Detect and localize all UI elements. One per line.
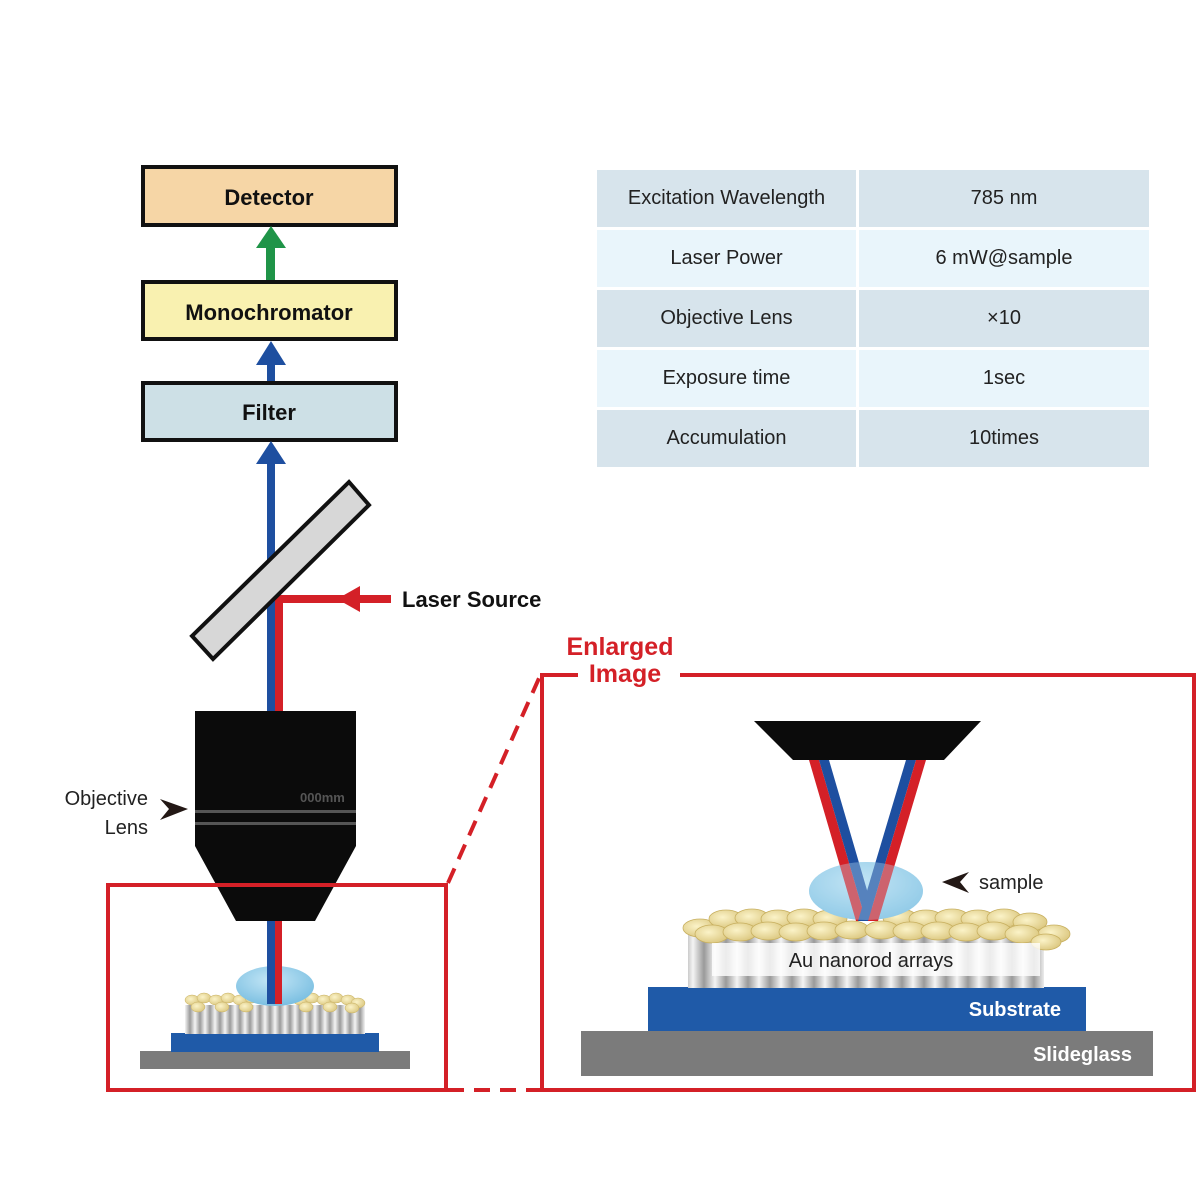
green-arrow — [256, 226, 286, 282]
parameter-name: Accumulation — [597, 410, 856, 470]
parameter-value: 1sec — [859, 350, 1149, 410]
enlarged-beams — [809, 760, 926, 921]
au-nanorod-arrays-label: Au nanorod arrays — [789, 950, 954, 972]
blue-arrow-upper — [256, 341, 286, 383]
parameter-value: 785 nm — [859, 170, 1149, 230]
laser-source-label: Laser Source — [402, 587, 541, 612]
sample-label: sample — [979, 872, 1043, 894]
small-substrate — [171, 1033, 379, 1052]
monochromator-block: Monochromator — [141, 280, 398, 341]
detector-block: Detector — [141, 165, 398, 227]
slideglass-layer — [581, 1031, 1153, 1076]
lens-marking: 000mm — [300, 790, 345, 805]
sample-pointer-icon — [942, 872, 969, 893]
enlarged-image-panel: Enlarged Image Slideglass Substrate — [540, 633, 1196, 1092]
filter-block: Filter — [141, 381, 398, 442]
detector-label: Detector — [224, 185, 314, 210]
parameter-value: 6 mW@sample — [859, 230, 1149, 290]
svg-text:Objective: Objective — [65, 788, 148, 810]
nanorod-caps — [682, 908, 1071, 951]
enlarged-title-line2: Image — [589, 660, 661, 688]
enlarged-title-line1: Enlarged — [567, 633, 674, 661]
parameter-name: Laser Power — [597, 230, 856, 290]
small-nanorods — [185, 1005, 365, 1034]
monochromator-label: Monochromator — [185, 300, 353, 325]
parameter-value: 10times — [859, 410, 1149, 470]
pointer-arrow-icon — [160, 799, 188, 820]
objective-lens-label: Objective Lens — [65, 788, 188, 839]
parameter-name: Exposure time — [597, 350, 856, 410]
zoom-connector — [446, 675, 542, 1092]
small-stage-inset — [106, 883, 448, 1092]
parameter-value: ×10 — [859, 290, 1149, 350]
laser-beam — [275, 586, 391, 713]
objective-lens: 000mm — [195, 711, 356, 921]
enlarged-lens-tip — [754, 721, 981, 760]
substrate-layer — [648, 987, 1086, 1031]
table-row: Objective Lens×10 — [597, 290, 1149, 350]
nanorod-label-background — [712, 943, 1040, 976]
parameter-name: Objective Lens — [597, 290, 856, 350]
svg-text:Lens: Lens — [105, 817, 148, 839]
small-slideglass — [140, 1051, 410, 1069]
dichroic-mirror — [189, 479, 372, 662]
parameter-name: Excitation Wavelength — [597, 170, 856, 230]
substrate-label: Substrate — [969, 999, 1061, 1021]
slideglass-label: Slideglass — [1033, 1044, 1132, 1066]
filter-label: Filter — [242, 400, 296, 425]
